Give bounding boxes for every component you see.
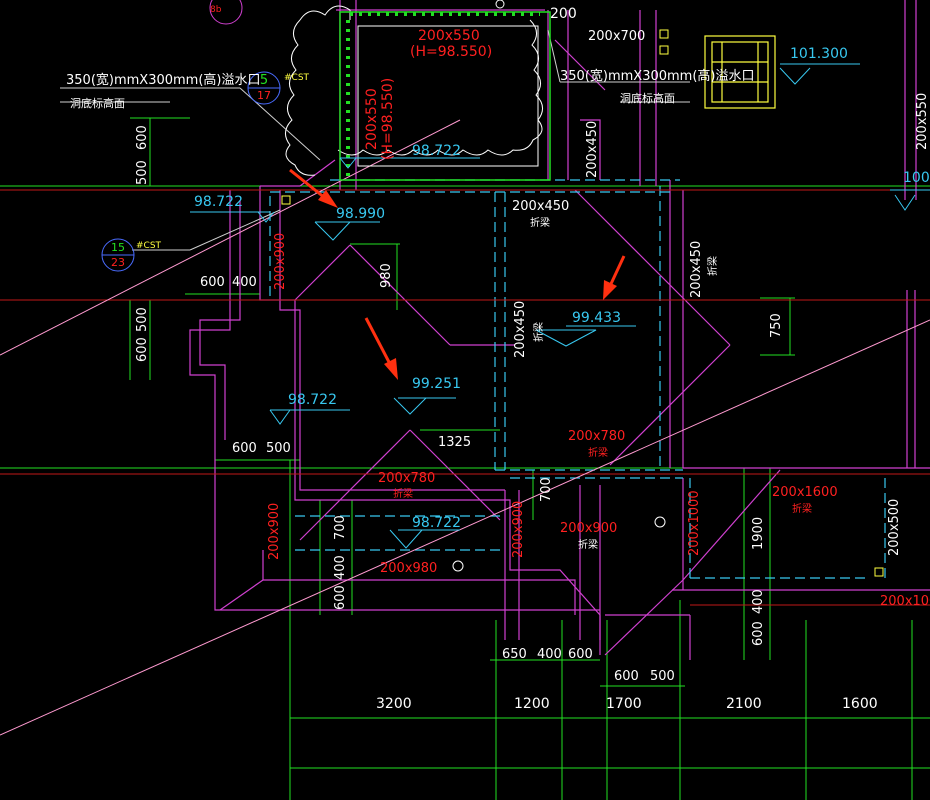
dim-650: 650 [502,647,527,662]
beam-200x900-b: 200x900 [267,503,282,560]
drain-note-right-2: 洞底标高面 [620,91,675,105]
beam-200x700-top: 200x700 [588,29,645,44]
drain-note-left-2: 洞底标高面 [70,96,125,110]
reference-bubble-15: 15 23 #CST [101,238,162,272]
beam-zheliang-a: 折梁 [530,216,550,229]
dim-400-g: 400 [537,647,562,662]
dim-600-e: 600 [333,585,348,610]
bubble-5-tag: #CST [284,73,310,83]
elevation-99251: 99.251 [412,376,461,392]
drain-note-left: 350(宽)mmX300mm(高)溢水口 [66,72,260,88]
leader-lines [60,29,690,251]
beam-zheliang-g: 折梁 [588,446,608,459]
dim-3200: 3200 [376,696,412,712]
red-grid-lines [0,189,930,606]
dim-500-h: 500 [650,669,675,684]
beam-200x1000-right: 200x1000 [880,594,930,609]
beam-dashed-lines [269,179,886,580]
beam-zheliang-c: 折梁 [706,256,719,276]
beam-200x550: 200x550 [418,28,480,44]
dim-1600: 1600 [842,696,878,712]
beam-zheliang-h: 折梁 [792,502,812,515]
elevation-98722-d: 98.722 [412,515,461,531]
beam-zheliang-d: 折梁 [532,322,545,342]
dim-750: 750 [769,313,784,338]
dim-1325: 1325 [438,435,471,450]
dim-600-g: 600 [568,647,593,662]
reference-bubble-5: 5 17 #CST [247,71,310,105]
column-box [704,35,776,109]
dim-400-e: 400 [333,555,348,580]
dim-1700: 1700 [606,696,642,712]
beam-200x1600: 200x1600 [772,485,838,500]
dim-500-d: 500 [266,441,291,456]
sink-area [285,5,551,181]
beam-200x500: 200x500 [887,499,902,556]
beam-200x450-d: 200x450 [513,301,528,358]
beam-200x550-right: 200x550 [915,93,930,150]
section-lines [0,119,930,736]
dim-600-b: 600 [200,275,225,290]
bubble-15-bottom: 23 [111,256,125,269]
bubble-15-top: 15 [111,241,125,254]
bubble-15-tag: #CST [136,241,162,251]
dim-980: 980 [379,263,394,288]
elevation-98722-c: 98.722 [288,392,337,408]
dim-1900: 1900 [751,517,766,550]
dim-500-a: 500 [135,160,150,185]
dim-600-h: 600 [614,669,639,684]
annotation-arrows [289,168,626,380]
beam-200x1000: 200x1000 [687,490,702,556]
dim-400-b: 400 [232,275,257,290]
beam-h9855: (H=98.550) [410,44,492,60]
elevation-98990: 98.990 [336,206,385,222]
dimension-labels: 600 500 600 400 500 600 980 750 600 500 … [135,125,878,712]
beam-200x450-b: 200x450 [585,121,600,178]
elevation-right: 100.1 [903,170,930,186]
top-circle-label: 8b [210,5,222,15]
beam-200x788-a: 200x780 [378,471,435,486]
beam-zheliang-e: 折梁 [578,538,598,551]
beam-zheliang-f: 折梁 [393,487,413,500]
dim-600-a: 600 [135,125,150,150]
dim-600-d: 600 [232,441,257,456]
dim-500-c: 500 [135,307,150,332]
elevation-101300: 101.300 [790,46,848,62]
beam-200x780-b: 200x780 [568,429,625,444]
beam-200x900-c: 200x900 [511,501,526,558]
bubble-5-bottom: 17 [257,89,271,102]
beam-200x980: 200x980 [380,561,437,576]
beam-200x900-a: 200x900 [273,233,288,290]
bubble-5-top: 5 [260,73,268,88]
dim-400-f: 400 [751,589,766,614]
beam-vertical-200x550: 200x550 [364,88,380,150]
drain-note-right: 350(宽)mmX300mm(高)溢水口 [560,68,754,84]
beam-200x900-d: 200x900 [560,521,617,536]
elevation-99433: 99.433 [572,310,621,326]
dim-700: 700 [333,515,348,540]
beam-200x450-a: 200x450 [512,199,569,214]
dim-700-b: 700 [539,477,554,502]
beam-vertical-h9855: (H=98.550) [380,78,396,160]
axis-lines [0,117,930,800]
elevation-98722-b: 98.722 [412,143,461,159]
dim-600-f: 600 [751,621,766,646]
dim-600-c: 600 [135,337,150,362]
dim-2100: 2100 [726,696,762,712]
elevation-markers [190,63,930,549]
beam-200x450-c: 200x450 [689,241,704,298]
dim-1200: 1200 [514,696,550,712]
markers [209,0,884,577]
elevation-98722-a: 98.722 [194,194,243,210]
top-dimension: 200 [550,6,577,22]
